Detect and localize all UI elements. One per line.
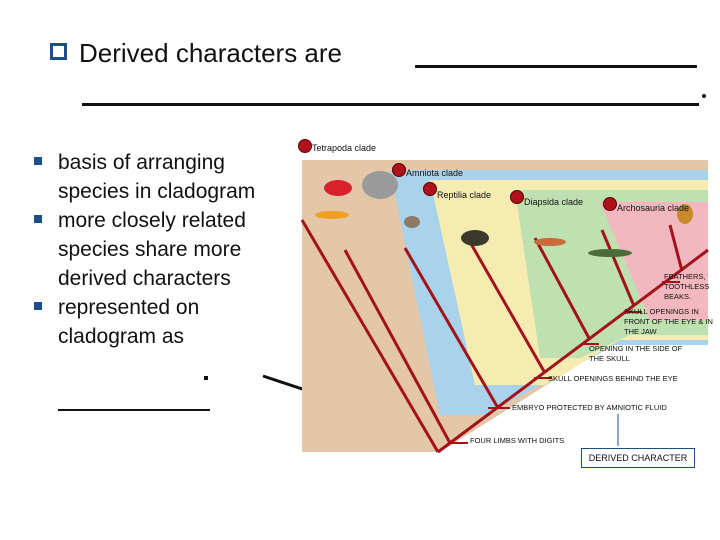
diapsida-node-icon <box>510 190 524 204</box>
turtle-icon <box>461 230 489 246</box>
bullet-text: more closely related species share more … <box>58 209 246 290</box>
snake-icon <box>534 238 566 246</box>
branch-line <box>600 229 636 307</box>
crocodile-icon <box>588 249 632 257</box>
slide-title: Derived characters are <box>50 38 342 69</box>
square-bullet-icon <box>34 302 42 310</box>
title-text: Derived characters are <box>79 38 342 68</box>
bullet-item: represented on cladogram as <box>34 293 284 351</box>
branch-line <box>468 241 547 374</box>
character-label-skull-front: SKULL OPENINGS IN FRONT OF THE EYE & IN … <box>624 307 713 336</box>
character-label-amniotic: EMBRYO PROTECTED BY AMNIOTIC FLUID <box>512 403 667 412</box>
reptilia-node-icon <box>423 182 437 196</box>
cladogram: Tetrapoda clade Amniota clade Reptilia c… <box>290 130 720 480</box>
title-blank-line-2 <box>82 103 699 106</box>
branch-line <box>343 249 452 444</box>
clade-label-archosauria: Archosauria clade <box>617 203 690 213</box>
bullet-list: basis of arranging species in cladogram … <box>34 148 284 351</box>
derived-character-label: DERIVED CHARACTER <box>581 448 695 468</box>
character-label-feathers: FEATHERS, TOOTHLESS BEAKS. <box>664 272 710 301</box>
branch-line <box>533 237 592 341</box>
clade-label-diapsida: Diapsida clade <box>524 197 584 207</box>
branch-line <box>668 224 684 272</box>
tetrapoda-node-icon <box>298 139 312 153</box>
amniota-node-icon <box>392 163 406 177</box>
bullet-blank-line <box>58 409 210 411</box>
bullet-text: represented on cladogram as <box>58 296 200 348</box>
clade-label-tetrapoda: Tetrapoda clade <box>312 143 377 153</box>
archosauria-region <box>600 202 708 320</box>
bird-icon <box>677 204 693 224</box>
bullet-text: basis of arranging species in cladogram <box>58 151 256 203</box>
bullet-item: basis of arranging species in cladogram <box>34 148 284 206</box>
character-label-four-limbs: FOUR LIMBS WITH DIGITS <box>470 436 565 445</box>
checkbox-bullet-icon <box>50 43 67 60</box>
salamander-icon <box>315 211 349 219</box>
archosauria-node-icon <box>603 197 617 211</box>
rabbit-icon <box>404 216 420 228</box>
main-branch <box>437 248 709 454</box>
elephant-icon <box>362 171 398 199</box>
clade-label-reptilia: Reptilia clade <box>437 190 492 200</box>
character-label-skull-side: OPENING IN THE SIDE OF THE SKULL <box>589 344 683 363</box>
cladogram-graphic <box>300 160 709 454</box>
character-label-behind-eye: SKULL OPENINGS BEHIND THE EYE <box>548 374 678 383</box>
clade-label-amniota: Amniota clade <box>406 168 464 178</box>
title-period <box>702 94 706 98</box>
bullet-blank-period <box>204 376 208 380</box>
bullet-item: more closely related species share more … <box>34 206 284 293</box>
frog-icon <box>324 180 352 196</box>
square-bullet-icon <box>34 157 42 165</box>
square-bullet-icon <box>34 215 42 223</box>
title-blank-line-1 <box>415 65 697 68</box>
branch-line <box>300 219 440 453</box>
branch-line <box>403 247 500 409</box>
